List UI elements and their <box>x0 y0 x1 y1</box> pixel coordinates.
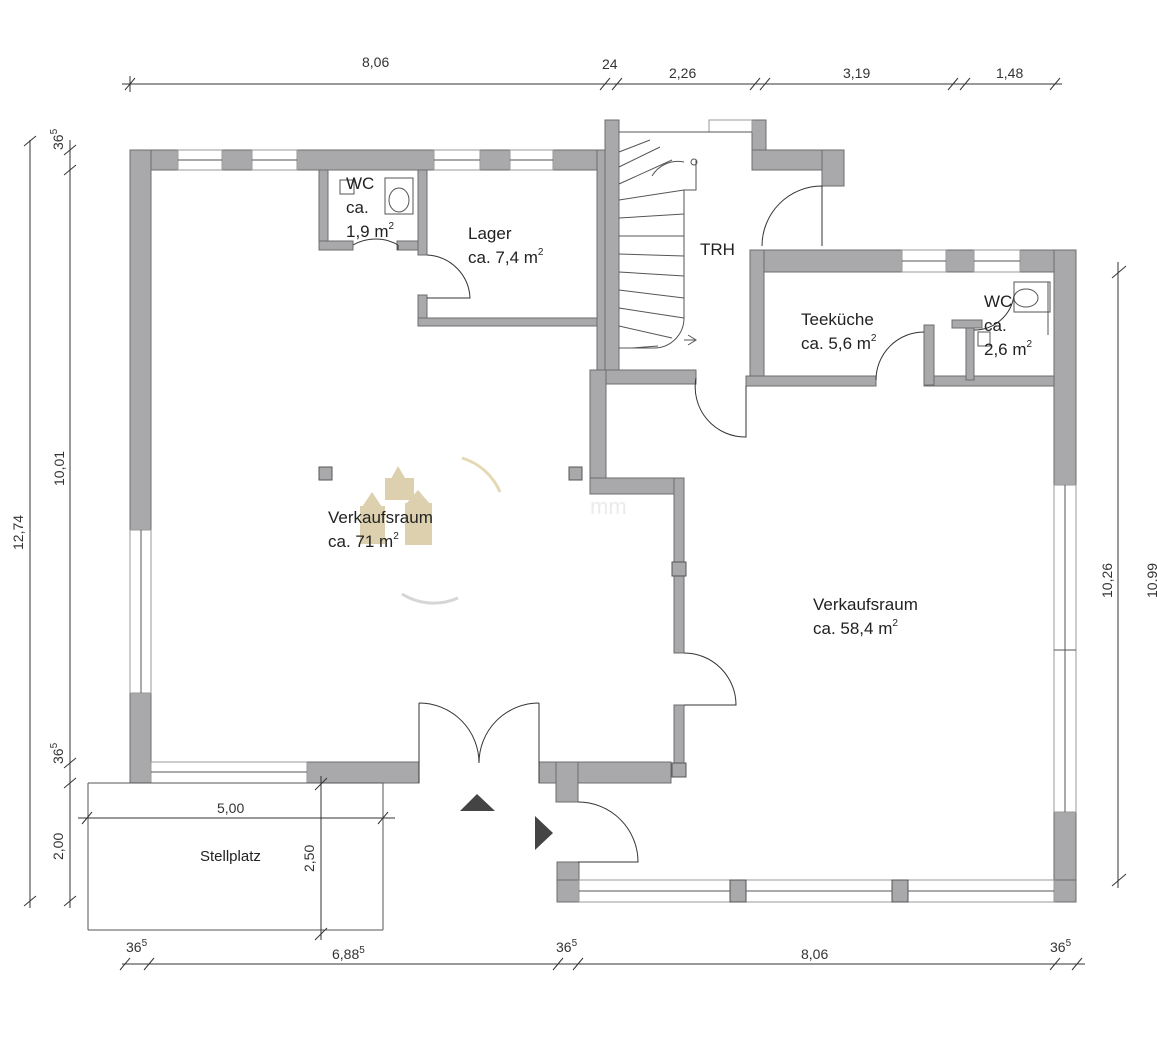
dim-bottom-e: 36 <box>1050 939 1066 955</box>
wc1-ca: ca. <box>346 198 369 217</box>
svg-text:1,9 m2: 1,9 m2 <box>346 221 395 241</box>
stellplatz-name: Stellplatz <box>200 848 261 865</box>
teekueche-area-exp: 2 <box>871 333 877 344</box>
svg-text:6,885: 6,885 <box>332 945 365 962</box>
dim-bottom-c: 36 <box>556 939 572 955</box>
dim-left-stell: 2,00 <box>50 833 66 860</box>
dim-left-wall-bot: 36 <box>50 748 66 764</box>
watermark-logo: mm <box>360 456 627 605</box>
svg-text:365: 365 <box>556 938 578 955</box>
svg-text:ca. 5,6 m2: ca. 5,6 m2 <box>801 333 877 353</box>
svg-text:2,6 m2: 2,6 m2 <box>984 339 1033 359</box>
staircase <box>618 131 752 349</box>
lager-area-exp: 2 <box>538 247 544 258</box>
teekueche-area: ca. 5,6 m <box>801 334 871 353</box>
parking-space <box>87 782 384 931</box>
dim-bottom-b-sup: 5 <box>359 945 365 956</box>
dim-bottom-b: 6,88 <box>332 946 359 962</box>
dim-top-4: 3,19 <box>843 65 870 81</box>
wc1-name: WC <box>346 174 374 193</box>
verkauf2-area: ca. 58,4 m <box>813 619 892 638</box>
entrance-marker-icon <box>460 794 495 811</box>
wc2-area: 2,6 m <box>984 340 1027 359</box>
lager-area: ca. 7,4 m <box>468 248 538 267</box>
svg-text:365: 365 <box>126 938 148 955</box>
verkauf1-name: Verkaufsraum <box>328 508 433 527</box>
doors <box>352 185 1015 863</box>
svg-text:ca. 7,4 m2: ca. 7,4 m2 <box>468 247 544 267</box>
wc2-name: WC <box>984 292 1012 311</box>
dim-right-inner: 10,26 <box>1099 563 1115 598</box>
dim-bottom-a-sup: 5 <box>142 938 148 949</box>
room-labels: WC ca. 1,9 m2 Lager ca. 7,4 m2 TRH Teekü… <box>200 174 1033 865</box>
wc1-area: 1,9 m <box>346 222 389 241</box>
svg-text:ca. 58,4 m2: ca. 58,4 m2 <box>813 618 898 638</box>
dim-top-5: 1,48 <box>996 65 1023 81</box>
svg-text:ca. 71 m2: ca. 71 m2 <box>328 531 399 551</box>
verkauf1-area: ca. 71 m <box>328 532 393 551</box>
lager-name: Lager <box>468 224 512 243</box>
svg-text:365: 365 <box>49 128 66 150</box>
svg-text:365: 365 <box>1050 938 1072 955</box>
dim-left-wall-bot-sup: 5 <box>49 742 60 748</box>
svg-text:mm: mm <box>590 494 627 519</box>
dim-top-2: 24 <box>602 56 618 72</box>
svg-text:365: 365 <box>49 742 66 764</box>
dim-left-wall-top-sup: 5 <box>49 128 60 134</box>
wc2-ca: ca. <box>984 316 1007 335</box>
dimension-lines <box>23 76 1127 971</box>
dim-top-1: 8,06 <box>362 54 389 70</box>
dim-bottom-d: 8,06 <box>801 946 828 962</box>
verkauf1-area-exp: 2 <box>393 531 399 542</box>
dimension-labels: 8,06 24 2,26 3,19 1,48 365 6,885 365 8,0… <box>10 54 1157 962</box>
windows <box>129 119 1077 903</box>
dim-left-wall-top: 36 <box>50 134 66 150</box>
dim-bottom-e-sup: 5 <box>1066 938 1072 949</box>
dim-bottom-a: 36 <box>126 939 142 955</box>
dim-stell-width: 5,00 <box>217 800 244 816</box>
dim-stell-depth: 2,50 <box>301 845 317 872</box>
entrance-marker-icon-side <box>535 816 553 850</box>
teekueche-name: Teeküche <box>801 310 874 329</box>
dim-left-inner: 10,01 <box>51 451 67 486</box>
dim-right-total: 10,99 <box>1144 563 1157 598</box>
wc2-area-exp: 2 <box>1027 339 1033 350</box>
dim-top-3: 2,26 <box>669 65 696 81</box>
dim-left-total: 12,74 <box>10 515 26 550</box>
verkauf2-name: Verkaufsraum <box>813 595 918 614</box>
verkauf2-area-exp: 2 <box>892 618 898 629</box>
trh-name: TRH <box>700 240 735 259</box>
dim-bottom-c-sup: 5 <box>572 938 578 949</box>
wc1-area-exp: 2 <box>389 221 395 232</box>
columns <box>318 466 687 778</box>
wc-fixtures <box>339 177 1051 347</box>
